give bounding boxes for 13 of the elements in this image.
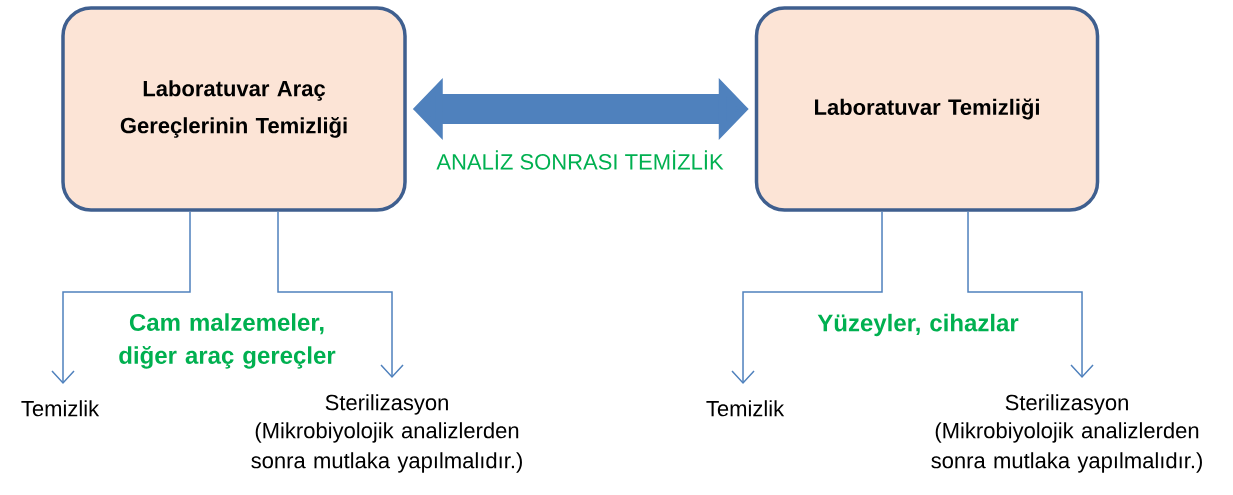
arrow xyxy=(51,211,191,384)
process-box: Laboratuvar Araç Gereçlerinin Temizliği xyxy=(61,6,407,212)
step-text: Sterilizasyon (Mikrobiyolojik analizlerden sonra mutlaka yapılmalıdır.) xyxy=(251,394,522,473)
step-text: Sterilizasyon (Mikrobiyolojik analizlerden sonra mutlaka yapılmalıdır.) xyxy=(931,394,1202,473)
arrow xyxy=(277,211,404,378)
arrow xyxy=(731,211,883,384)
edge-label: ANALİZ SONRASI TEMİZLİK xyxy=(434,148,726,172)
step-text: Temizlik xyxy=(21,400,100,417)
process-box: Laboratuvar Temizliği xyxy=(754,6,1100,212)
step-text: Temizlik xyxy=(706,400,785,417)
category-label: Yüzeyler, cihazlar xyxy=(817,313,1019,337)
category-label: Cam malzemeler, diğer araç gereçler xyxy=(119,313,336,369)
arrow xyxy=(967,211,1094,378)
